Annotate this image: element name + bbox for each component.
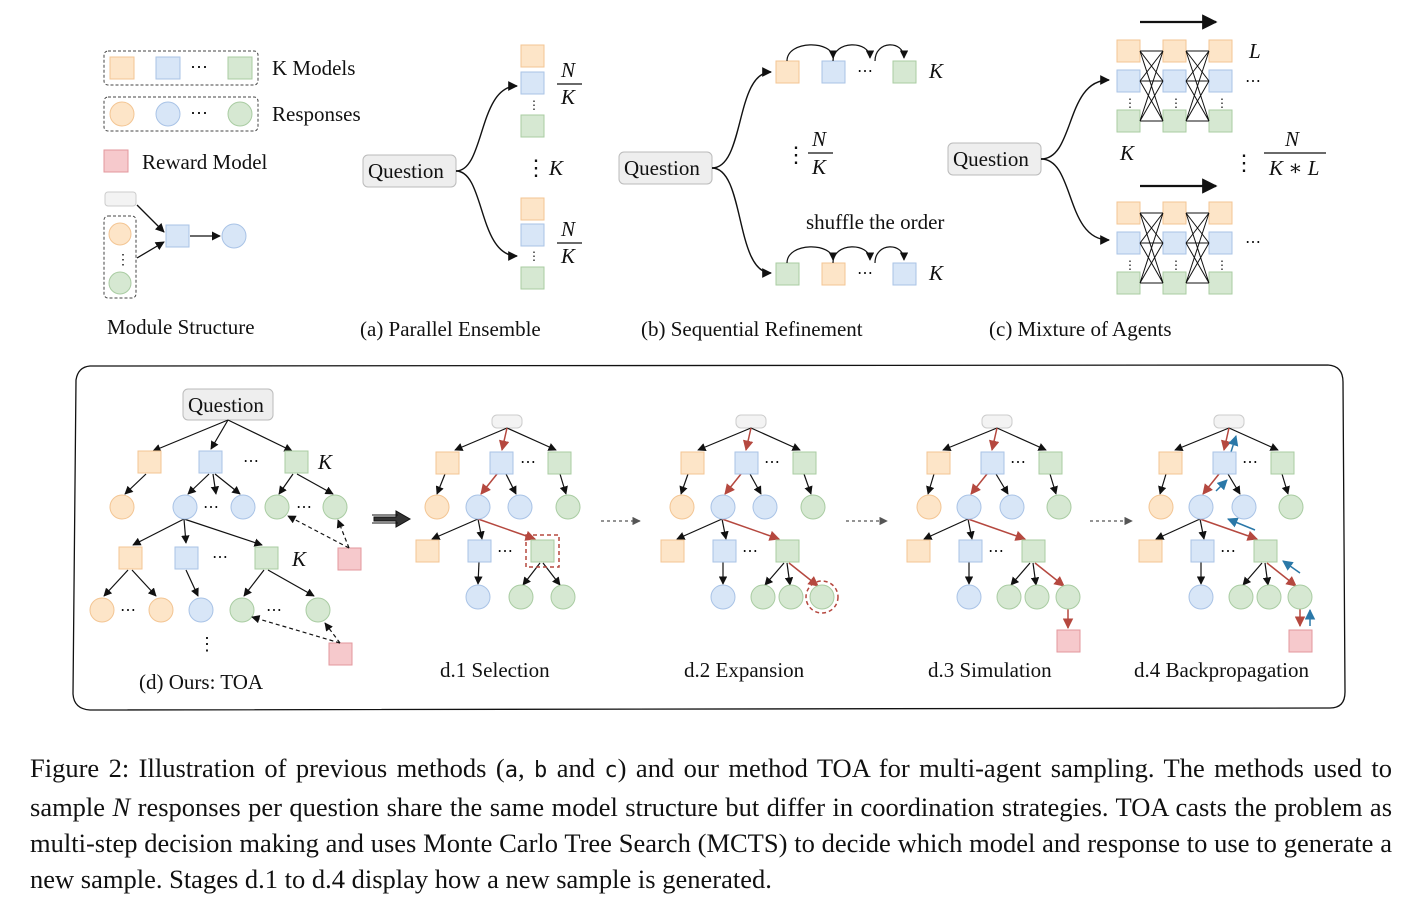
stage-d1-selection: ⋯ ⋯ d.1 Selection xyxy=(415,414,581,682)
legend-responses: Responses xyxy=(272,102,361,126)
legend: ⋯ K Models ⋯ Responses Reward Model ⋮ Mo… xyxy=(103,50,361,339)
svg-text:⋮: ⋮ xyxy=(1124,258,1136,272)
svg-text:⋯: ⋯ xyxy=(497,543,513,560)
svg-text:⋮: ⋮ xyxy=(198,634,216,654)
stage-d2-expansion: ⋯ ⋯ d.2 Expansion xyxy=(660,414,839,682)
panel-d-label: (d) Ours: TOA xyxy=(139,670,264,694)
stage-d4-label: d.4 Backpropagation xyxy=(1134,658,1309,682)
math-k: K xyxy=(928,59,944,83)
svg-text:⋮: ⋮ xyxy=(525,155,547,180)
math-n: N xyxy=(560,217,576,241)
math-k: K xyxy=(291,547,307,571)
question-label: Question xyxy=(624,156,700,180)
stage-d2-label: d.2 Expansion xyxy=(684,658,805,682)
svg-text:⋯: ⋯ xyxy=(243,453,259,470)
svg-text:⋯: ⋯ xyxy=(266,602,282,619)
stage-d1-label: d.1 Selection xyxy=(440,658,550,682)
math-k: K xyxy=(560,244,576,268)
svg-text:⋮: ⋮ xyxy=(785,142,807,167)
svg-text:⋯: ⋯ xyxy=(857,265,873,282)
figure-caption: Figure 2: Illustration of previous metho… xyxy=(30,753,1393,894)
svg-text:⋮: ⋮ xyxy=(116,253,130,268)
math-k: K xyxy=(560,85,576,109)
panel-c-label: (c) Mixture of Agents xyxy=(989,317,1172,341)
math-k-times-l: K ∗ L xyxy=(1268,156,1319,180)
panel-a-label: (a) Parallel Ensemble xyxy=(360,317,541,341)
svg-text:⋮: ⋮ xyxy=(1216,96,1228,110)
svg-text:⋯: ⋯ xyxy=(120,602,136,619)
svg-text:⋯: ⋯ xyxy=(1220,543,1236,560)
svg-text:⋯: ⋯ xyxy=(764,454,780,471)
math-k: K xyxy=(811,155,827,179)
svg-text:⋮: ⋮ xyxy=(1170,96,1182,110)
panel-c-mixture-of-agents: Question K ⋮ ⋮ ⋮ L ⋯ ⋮ N K ∗ L ⋮ xyxy=(947,14,1326,341)
svg-text:⋯: ⋯ xyxy=(1242,454,1258,471)
math-k: K xyxy=(1119,141,1135,165)
math-n: N xyxy=(1284,127,1300,151)
panel-b-sequential-refinement: Question ⋯ K ⋮ N K shuffle the order ⋯ K… xyxy=(618,44,944,341)
math-k: K xyxy=(928,261,944,285)
math-k: K xyxy=(317,450,333,474)
legend-reward-model: Reward Model xyxy=(142,150,268,174)
svg-text:⋮: ⋮ xyxy=(528,249,540,263)
svg-text:⋯: ⋯ xyxy=(212,549,228,566)
shuffle-label: shuffle the order xyxy=(806,210,944,234)
svg-text:⋯: ⋯ xyxy=(190,57,208,77)
svg-text:⋯: ⋯ xyxy=(1010,454,1026,471)
svg-text:⋯: ⋯ xyxy=(742,543,758,560)
svg-text:⋯: ⋯ xyxy=(520,454,536,471)
svg-text:⋯: ⋯ xyxy=(296,499,312,516)
figure-2-diagram: ⋯ K Models ⋯ Responses Reward Model ⋮ Mo… xyxy=(72,14,1346,711)
stage-d3-label: d.3 Simulation xyxy=(928,658,1052,682)
panel-d-toa: Question ⋯ K ⋯ ⋯ xyxy=(72,364,1346,711)
legend-module-structure: Module Structure xyxy=(107,315,255,339)
stage-d4-backpropagation: ⋯ ⋯ d.4 Backpropagation xyxy=(1134,414,1316,682)
svg-text:⋮: ⋮ xyxy=(528,98,540,112)
svg-text:⋮: ⋮ xyxy=(1216,258,1228,272)
math-n: N xyxy=(560,58,576,82)
math-n: N xyxy=(811,127,827,151)
svg-text:⋯: ⋯ xyxy=(857,63,873,80)
svg-text:⋮: ⋮ xyxy=(1233,150,1255,175)
question-label: Question xyxy=(188,393,264,417)
panel-a-parallel-ensemble: Question ⋮ N K ⋮ K ⋮ N K (a) Parallel En… xyxy=(360,44,582,341)
math-l: L xyxy=(1248,39,1261,63)
svg-text:⋯: ⋯ xyxy=(988,543,1004,560)
svg-text:⋯: ⋯ xyxy=(190,103,208,123)
stage-d3-simulation: ⋯ ⋯ d.3 Simulation xyxy=(906,414,1081,682)
question-label: Question xyxy=(368,159,444,183)
svg-text:⋮: ⋮ xyxy=(1170,258,1182,272)
math-k: K xyxy=(548,156,564,180)
panel-b-label: (b) Sequential Refinement xyxy=(641,317,863,341)
svg-text:⋯: ⋯ xyxy=(203,499,219,516)
question-label: Question xyxy=(953,147,1029,171)
svg-text:⋮: ⋮ xyxy=(1124,96,1136,110)
svg-text:⋯: ⋯ xyxy=(1245,73,1261,90)
legend-k-models: K Models xyxy=(272,56,355,80)
svg-text:⋯: ⋯ xyxy=(1245,234,1261,251)
